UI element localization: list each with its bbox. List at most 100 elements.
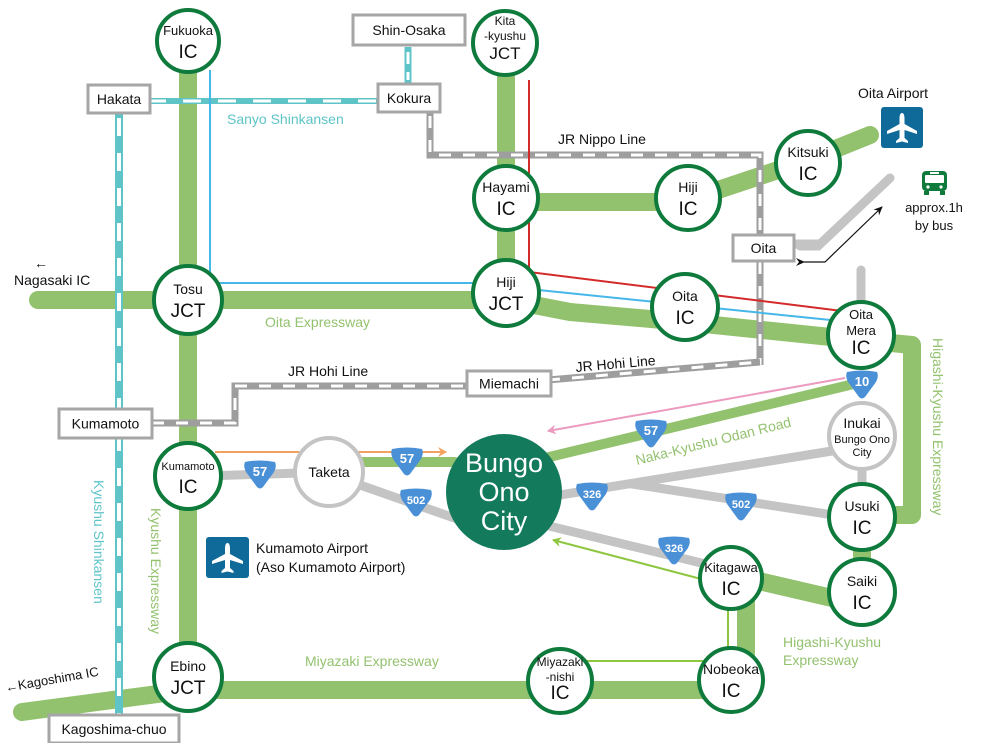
interchange-label: IC [179,477,198,498]
interchange-label: -nishi [546,670,575,684]
interchange-label: IC [853,593,872,614]
interchange-label: IC [722,579,741,600]
route-number: 57 [253,464,267,479]
label-higashi-kyushu-south-2: Expressway [783,652,858,668]
interchange-label: IC [676,308,695,329]
route-shield-57: 57 [391,447,423,476]
station-oita[interactable]: Oita [731,233,796,263]
sanyo-shinkansen [148,47,412,104]
station-hakata[interactable]: Hakata [86,83,152,115]
bus-info: approx.1h by bus [905,171,963,233]
lime-arrow [552,537,706,581]
station-label: Kagoshima-chuo [61,721,166,737]
label-sanyo-shinkansen: Sanyo Shinkansen [227,111,344,127]
interchange-label: JCT [171,678,206,699]
interchange-label: IC [722,681,741,702]
interchange-label: Hiji [678,179,697,195]
interchange-label: Hayami [482,179,529,195]
jr-hohi-line [150,358,761,427]
interchange-label: JCT [171,301,206,322]
interchange-label: IC [799,164,818,185]
nagasaki-arrow-icon: ← [34,255,48,271]
label-nagasaki-ic: Nagasaki IC [14,272,90,288]
route-shield-326: 326 [658,536,690,565]
station-label: Hakata [97,91,142,107]
interchange-label: IC [679,199,698,220]
route-number: 57 [644,423,658,438]
label-kagoshima-ic: ←Kagoshima IC [4,664,100,695]
route-number: 57 [400,451,414,466]
station-shin-osaka[interactable]: Shin-Osaka [351,13,467,47]
route-shield-502: 502 [400,488,432,517]
bungo-ono-city[interactable]: Bungo Ono City [446,434,562,550]
interchange-label: Kitsuki [787,144,828,160]
interchange-label: Oita [849,307,874,322]
label-jr-nippo-line: JR Nippo Line [558,131,646,147]
pink-arrow [547,377,846,435]
label-kyushu-shinkansen: Kyushu Shinkansen [91,480,107,604]
interchange-label: Nobeoka [703,661,759,677]
interchange-label: Saiki [847,573,877,589]
route-number: 326 [665,543,683,555]
interchange-label: IC [551,683,570,704]
interchanges: FukuokaICKita-kyushuJCTHayamiICHijiICKit… [152,8,897,715]
kumamoto-airport-label-2: (Aso Kumamoto Airport) [256,559,405,575]
jr-lines [150,113,764,427]
city-name-line-2: Ono [478,477,529,507]
interchange-label: IC [179,42,198,63]
airplane-icon [881,107,923,148]
town-taketa[interactable]: Taketa [293,436,365,508]
interchange-label: Fukuoka [163,23,214,38]
town-label: Bungo Ono [834,434,890,446]
route-number: 502 [732,499,750,511]
route-shield-326: 326 [576,482,608,511]
destinations: ← Nagasaki IC ←Kagoshima IC [4,255,100,695]
station-miemachi[interactable]: Miemachi [465,369,553,398]
interchange-label: -kyushu [484,29,526,43]
route-shield-502: 502 [725,492,757,521]
interchange-label: Mera [846,323,876,338]
naka-kyushu-odan-road [540,377,867,463]
interchange-label: IC [853,518,872,539]
station-kagoshima-chuo[interactable]: Kagoshima-chuo [47,713,181,743]
route-shield-10: 10 [846,370,878,399]
station-kokura[interactable]: Kokura [376,82,442,114]
kumamoto-airport[interactable]: Kumamoto Airport (Aso Kumamoto Airport) [206,537,405,578]
interchange-label: Oita [672,288,698,304]
interchange-label: Ebino [170,658,206,674]
city-name-line-3: City [481,506,528,536]
label-miyazaki-expressway: Miyazaki Expressway [305,653,439,669]
label-kyushu-expressway: Kyushu Expressway [148,508,164,634]
station-label: Miemachi [479,376,539,392]
bus-icon [922,171,947,195]
label-jr-hohi-line-east: JR Hohi Line [575,352,656,375]
interchange-label: IC [497,199,516,220]
station-label: Kumamoto [72,416,140,432]
route-number: 326 [583,489,601,501]
interchange-label: JCT [489,44,520,63]
town-label: Inukai [843,415,880,431]
route-shield-57: 57 [635,419,667,448]
bus-time-label-1: approx.1h [905,200,963,215]
route-shields: 10 57 57 57 502 326 502 326 [244,370,878,565]
station-kumamoto[interactable]: Kumamoto [57,407,154,440]
oita-airport[interactable]: Oita Airport [858,85,928,148]
